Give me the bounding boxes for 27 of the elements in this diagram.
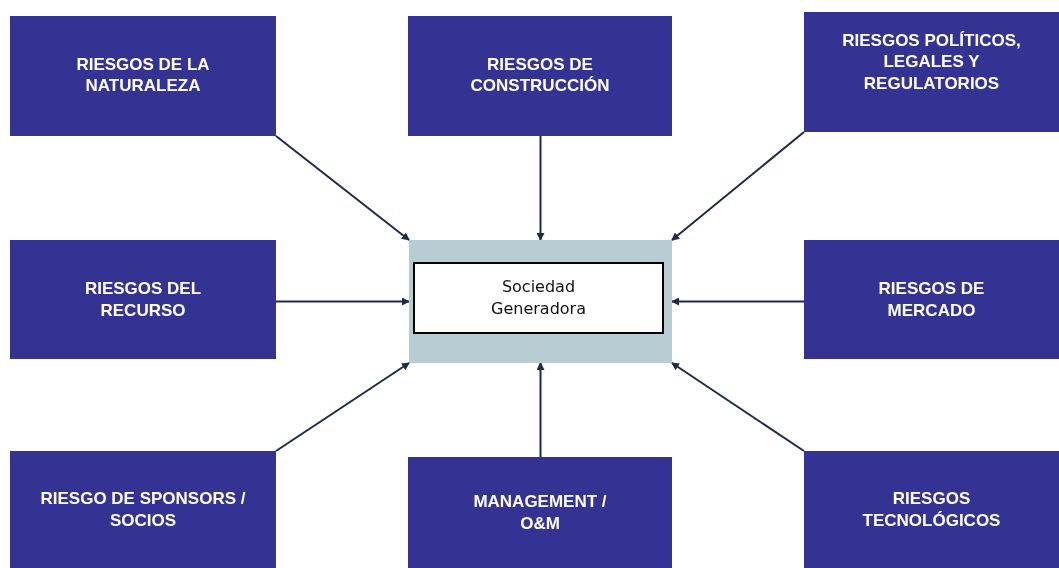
arrow <box>275 362 410 452</box>
arrow <box>671 131 805 241</box>
risk-label: RIESGOS TECNOLÓGICOS <box>861 488 1002 531</box>
risk-box <box>10 451 276 568</box>
risk-box <box>804 240 1059 359</box>
risk-label: RIESGOS DE LA NATURALEZA <box>75 54 211 97</box>
arrow <box>275 135 410 241</box>
risk-box <box>408 457 672 568</box>
risk-box <box>804 451 1059 568</box>
panel-box <box>409 240 672 363</box>
risk-label: RIESGOS DEL RECURSO <box>83 278 203 321</box>
risk-box <box>10 16 276 136</box>
risk-label: RIESGO DE SPONSORS / SOCIOS <box>39 488 247 531</box>
risk-box <box>10 240 276 359</box>
risk-label: MANAGEMENT / O&M <box>472 491 608 534</box>
arrow <box>275 297 410 306</box>
risk-label: RIESGOS POLÍTICOS, LEGALES Y REGULATORIOS <box>841 30 1022 94</box>
node-label: Sociedad Generadora <box>490 275 587 320</box>
arrow <box>536 135 545 241</box>
risk-label: RIESGOS DE MERCADO <box>877 278 986 321</box>
arrow <box>671 297 805 306</box>
risk-box <box>804 12 1059 132</box>
risk-label: RIESGOS DE CONSTRUCCIÓN <box>469 54 611 97</box>
arrow <box>671 362 805 452</box>
entity-box <box>413 262 664 334</box>
risk-box <box>408 16 672 136</box>
arrow <box>536 362 545 458</box>
